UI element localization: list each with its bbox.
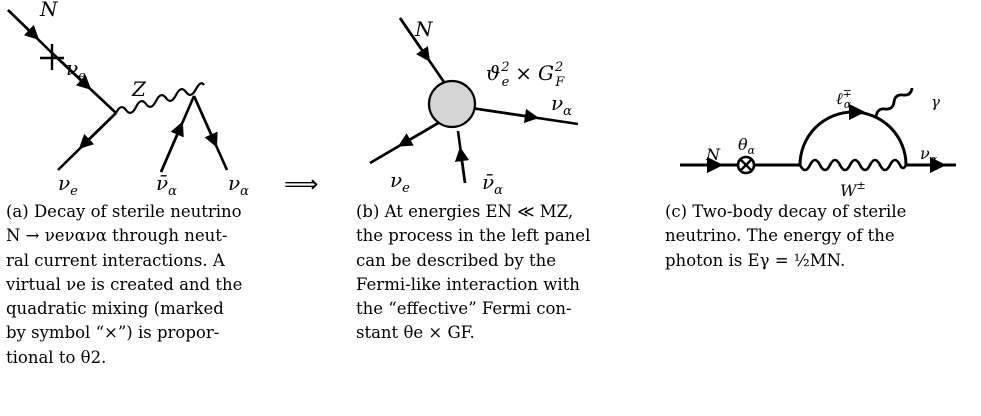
photon-line [874, 87, 914, 118]
label-nu-e-bottom: νe [58, 171, 78, 199]
label-nu-e-b: νe [390, 168, 410, 196]
label-nu-e-top: νe [66, 56, 86, 84]
diagram-c [680, 87, 956, 175]
caption-b-line: can be described by the [356, 250, 557, 270]
w-boson-propagator [798, 158, 908, 172]
label-lepton: ℓ∓α [836, 87, 852, 111]
label-z: Z [131, 77, 147, 101]
caption-a-line: tional to θ2. [6, 347, 107, 367]
caption-b-line: stant θe × GF. [356, 323, 475, 343]
label-theta: θα [738, 135, 756, 157]
caption-c-line: neutrino. The energy of the [665, 226, 895, 246]
label-nu-alpha-c: να [920, 144, 938, 166]
label-nu-alpha-a: να [228, 171, 249, 199]
caption-a-line: N → νeνανα through neut- [6, 226, 228, 246]
caption-a-line: (a) Decay of sterile neutrino [6, 202, 242, 221]
label-nubar-alpha-b: ν̄α [482, 170, 503, 198]
label-gamma: γ [931, 93, 940, 111]
effective-vertex-blob [427, 79, 477, 129]
caption-a: (a) Decay of sterile neutrino N → νeνανα… [6, 200, 296, 370]
caption-b-line: Fermi-like interaction with [356, 274, 580, 294]
label-nu-alpha-b: να [551, 91, 572, 119]
caption-c-line: photon is Eγ = ½MN. [665, 250, 846, 270]
caption-a-line: virtual νe is created and the [6, 274, 243, 294]
caption-c-line: (c) Two-body decay of sterile [665, 202, 907, 221]
caption-c: (c) Two-body decay of sterile neutrino. … [665, 200, 971, 273]
label-n-c: N [705, 145, 721, 164]
caption-b-line: the process in the left panel [356, 226, 591, 246]
mixing-cross [40, 44, 64, 70]
label-w: W± [840, 179, 866, 200]
label-n-a: N [39, 0, 59, 21]
caption-b-line: the “effective” Fermi con- [356, 299, 572, 319]
lepton-loop-arc [798, 110, 908, 166]
diagram-a [7, 9, 229, 173]
z-boson-propagator [115, 82, 205, 114]
label-n-b: N [414, 17, 434, 41]
caption-a-line: by symbol “×”) is propor- [6, 323, 220, 343]
label-nubar-alpha: ν̄α [156, 171, 177, 199]
caption-a-line: ral current interactions. A [6, 250, 225, 270]
implies-arrow: ⟹ [284, 170, 318, 198]
caption-a-line: quadratic mixing (marked [6, 299, 224, 319]
caption-b: (b) At energies EN ≪ MZ, the process in … [356, 200, 646, 346]
caption-b-line: (b) At energies EN ≪ MZ, [356, 202, 574, 221]
mixing-vertex-icon [736, 155, 756, 175]
diagram-b [369, 17, 579, 184]
